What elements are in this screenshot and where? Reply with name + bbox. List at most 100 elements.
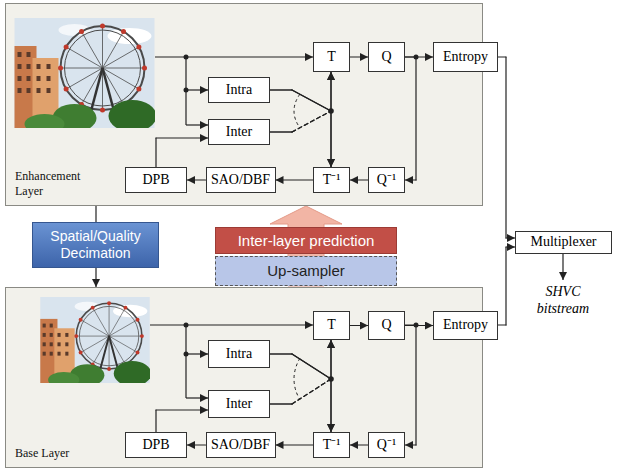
prediction-box: Inter-layer prediction: [215, 227, 397, 254]
connector-segment: [506, 246, 515, 247]
box-label: Inter: [226, 124, 252, 141]
box-label: DPB: [142, 437, 169, 454]
connector-segment: [405, 324, 416, 325]
connector-segment: [270, 403, 292, 404]
panel-fill: [5, 287, 483, 468]
junction-dot: [184, 55, 189, 60]
connector-segment: [350, 325, 368, 326]
connector: [270, 379, 331, 432]
connector-segment: [330, 111, 331, 167]
connector-segment: [498, 324, 506, 325]
connector-segment: [156, 137, 208, 138]
box-label: Multiplexer: [530, 234, 596, 251]
input-wire: [186, 397, 208, 398]
connector-segment: [270, 131, 292, 132]
output-arrow: [562, 253, 563, 280]
process-box: T⁻¹: [313, 432, 350, 458]
process-box: Q: [368, 311, 405, 340]
connector-segment: [506, 237, 515, 238]
process-box: Q⁻¹: [368, 167, 405, 193]
decimation-box: Spatial/Quality Decimation: [32, 222, 159, 268]
layer-label: Base Layer: [15, 446, 69, 461]
connector-segment: [270, 89, 292, 90]
input-wire: [186, 124, 208, 125]
connector-segment: [187, 444, 206, 445]
process-box: Intra: [208, 340, 270, 368]
connector-segment: [270, 89, 292, 90]
layer-panel: Enhancement LayerTQEntropyIntraInterDPBS…: [5, 3, 483, 206]
box-label: Q⁻¹: [377, 172, 396, 189]
connector: [498, 247, 515, 325]
process-box: Intra: [208, 77, 270, 103]
switch-arc: [294, 94, 300, 128]
connector: [270, 340, 331, 379]
connector-segment: [292, 111, 331, 132]
box-label: T: [327, 49, 336, 66]
junction-dot: [184, 55, 419, 382]
connector: [405, 325, 433, 326]
connector-segment: [498, 56, 506, 57]
box-label: Q: [381, 49, 391, 66]
box-label: Up-sampler: [267, 262, 345, 280]
box-label: SAO/DBF: [211, 437, 270, 454]
connector-segment: [292, 379, 331, 404]
connector-segment: [330, 340, 331, 379]
switch-arc: [294, 358, 300, 400]
connector-segment: [405, 444, 416, 445]
box-label: DPB: [142, 172, 169, 189]
connector: [276, 445, 314, 446]
process-box: Q⁻¹: [368, 432, 405, 458]
box-label: Entropy: [443, 49, 488, 66]
junction-dot: [184, 352, 189, 357]
box-label: Entropy: [443, 317, 488, 334]
connector-segment: [276, 444, 314, 445]
connector-segment: [330, 340, 331, 379]
connector: [156, 410, 208, 432]
box-label: Intra: [226, 82, 252, 99]
process-box: T: [313, 42, 350, 72]
process-box: DPB: [125, 167, 187, 193]
connector-segment: [95, 206, 96, 222]
layer-picture: [40, 297, 151, 388]
connector: [350, 325, 368, 326]
connector-segment: [270, 131, 292, 132]
connector: [350, 445, 368, 446]
process-box: T⁻¹: [313, 167, 350, 193]
process-box: Inter: [208, 119, 270, 145]
box-label: Q⁻¹: [377, 437, 396, 454]
junction-dot: [184, 323, 189, 328]
connector-segment: [270, 403, 292, 404]
connector-segment: [292, 354, 331, 379]
process-box: SAO/DBF: [206, 167, 276, 193]
process-box: Entropy: [433, 311, 498, 340]
multiplexer-box: Multiplexer: [515, 231, 612, 254]
connector-segment: [415, 57, 416, 180]
connector-segment: [292, 90, 331, 111]
layer-label: Enhancement Layer: [15, 169, 93, 199]
connector-segment: [155, 138, 156, 167]
panel-fill: [5, 3, 483, 206]
connector-segment: [505, 57, 506, 238]
connector-segment: [405, 56, 416, 57]
box-label: Intra: [226, 346, 252, 363]
connector-segment: [330, 72, 331, 111]
layer-panel: Base LayerTQEntropyIntraInterDPBSAO/DBFT…: [5, 287, 483, 468]
box-label: Inter: [226, 396, 252, 413]
connector-segment: [350, 444, 368, 445]
box-label: Spatial/Quality Decimation: [33, 228, 158, 262]
connector-segment: [330, 72, 331, 111]
process-box: T: [313, 311, 350, 340]
connector: [270, 340, 331, 404]
process-box: Entropy: [433, 42, 498, 72]
connector: [187, 445, 206, 446]
process-box: SAO/DBF: [206, 432, 276, 458]
connector-segment: [505, 247, 506, 325]
connector: [405, 57, 433, 58]
input-wire: [150, 324, 313, 325]
connector-segment: [415, 325, 416, 445]
connector-segment: [292, 90, 331, 111]
connector-segment: [292, 379, 331, 404]
connector-segment: [330, 111, 331, 167]
connector-segment: [276, 179, 314, 180]
